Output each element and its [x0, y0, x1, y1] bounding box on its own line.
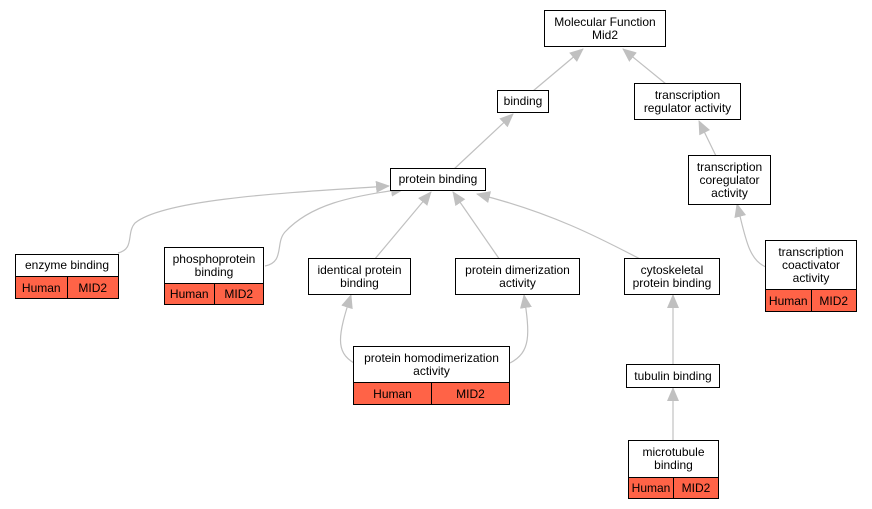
gene-cell: MID2 — [673, 478, 718, 498]
node-label: transcription coregulator activity — [696, 159, 763, 200]
edge-tra-to-mf-root — [622, 48, 667, 85]
edge-identical-to-protein-binding — [373, 191, 432, 261]
edge-binding-to-mf-root — [532, 48, 584, 92]
species-cell: Human — [21, 280, 61, 295]
node-cytoskeletal-protein-binding[interactable]: cytoskeletal protein binding — [624, 258, 720, 295]
node-label: enzyme binding — [24, 258, 110, 272]
edge-coactivator-to-tca — [734, 203, 767, 268]
node-microtubule-binding[interactable]: microtubule binding — [628, 440, 719, 478]
node-label: cytoskeletal protein binding — [632, 262, 712, 290]
node-transcription-coactivator-activity[interactable]: transcription coactivator activity — [765, 240, 857, 290]
node-identical-protein-binding[interactable]: identical protein binding — [308, 258, 411, 295]
node-label: protein dimerization activity — [465, 262, 570, 290]
edge-enzyme-binding-to-protein-binding — [117, 180, 390, 254]
node-label: phosphoprotein binding — [172, 251, 256, 279]
node-protein-homodimerization-activity[interactable]: protein homodimerization activity — [353, 346, 510, 383]
species-cell: Human — [768, 293, 808, 308]
gene-cell: MID2 — [213, 284, 264, 304]
gene-cell: MID2 — [810, 290, 857, 311]
node-molecular-function-root[interactable]: Molecular Function Mid2 — [544, 10, 666, 47]
node-protein-dimerization-activity[interactable]: protein dimerization activity — [455, 258, 580, 295]
node-tubulin-binding[interactable]: tubulin binding — [626, 364, 720, 388]
species-cell: Human — [631, 481, 671, 495]
node-enzyme-binding[interactable]: enzyme binding — [15, 254, 119, 277]
node-binding[interactable]: binding — [497, 90, 549, 113]
species-cell: Human — [373, 386, 412, 401]
annotation-protein-homodimerization: Human MID2 — [353, 383, 510, 405]
node-label: protein binding — [398, 172, 478, 186]
annotation-phosphoprotein-binding: Human MID2 — [164, 284, 264, 305]
edge-homodimerization-to-identical — [339, 294, 355, 364]
gene-cell: MID2 — [431, 383, 509, 404]
node-transcription-regulator-activity[interactable]: transcription regulator activity — [634, 83, 741, 120]
edge-homodimerization-to-dimerization — [509, 294, 532, 364]
node-transcription-coregulator-activity[interactable]: transcription coregulator activity — [688, 155, 771, 205]
species-cell: Human — [169, 287, 209, 301]
edge-protein-binding-to-binding — [452, 113, 514, 171]
node-protein-binding[interactable]: protein binding — [390, 168, 486, 191]
node-label: transcription coactivator activity — [778, 244, 844, 285]
node-label: binding — [503, 94, 543, 108]
node-label: identical protein binding — [317, 262, 402, 290]
edge-dimerization-to-protein-binding — [452, 191, 501, 261]
annotation-microtubule-binding: Human MID2 — [628, 478, 719, 499]
annotation-enzyme-binding: Human MID2 — [15, 277, 119, 299]
node-phosphoprotein-binding[interactable]: phosphoprotein binding — [164, 247, 264, 284]
node-label: protein homodimerization activity — [364, 350, 499, 378]
annotation-transcription-coactivator: Human MID2 — [765, 290, 857, 312]
node-label: transcription regulator activity — [643, 87, 732, 115]
node-label: microtubule binding — [642, 445, 705, 472]
edge-cytoskeletal-to-protein-binding — [476, 191, 643, 261]
gene-cell: MID2 — [66, 277, 119, 298]
node-label: Molecular Function Mid2 — [554, 14, 656, 42]
edge-tca-to-tra — [698, 120, 717, 157]
node-label: tubulin binding — [634, 368, 712, 383]
edge-phosphoprotein-to-protein-binding — [264, 184, 405, 267]
